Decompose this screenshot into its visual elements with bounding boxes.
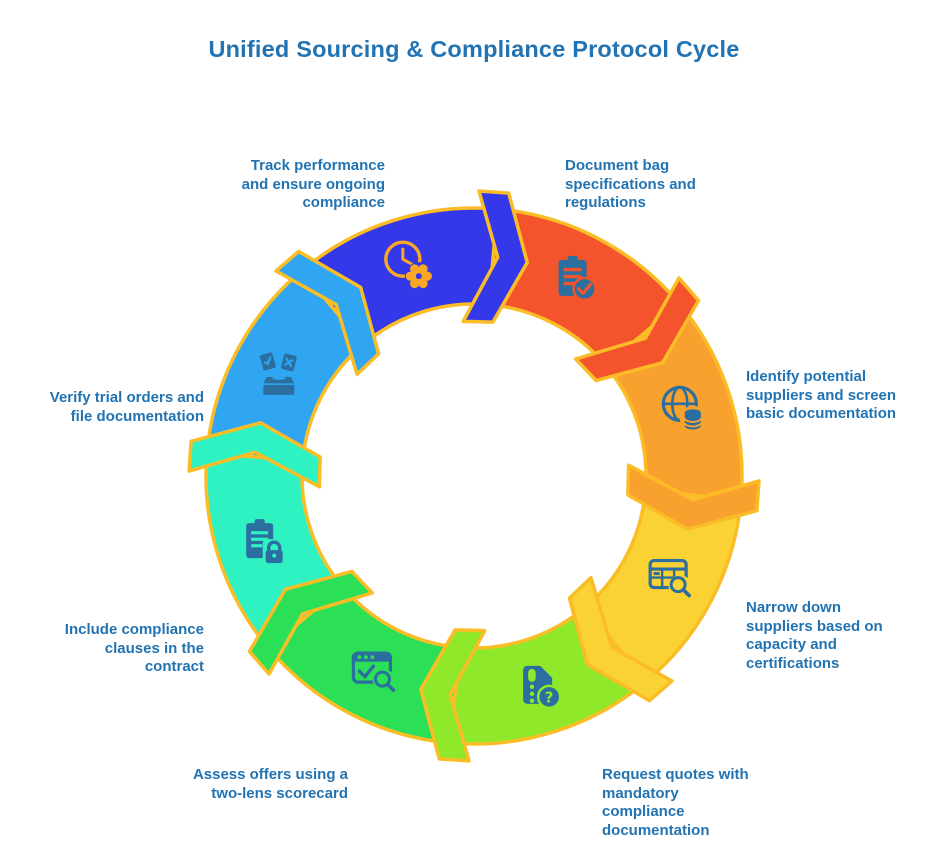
clipboard-check-icon <box>558 255 597 302</box>
step-label-narrow-suppliers: Narrow down suppliers based on capacity … <box>746 599 883 672</box>
clipboard-lock-icon <box>246 519 287 565</box>
page-title: Unified Sourcing & Compliance Protocol C… <box>208 36 740 62</box>
step-label-document-specs: Document bag specifications and regulati… <box>565 157 696 212</box>
arrow-verify-orders <box>274 249 381 377</box>
step-label-compliance-clauses: Include compliance clauses in the contra… <box>64 621 204 676</box>
arrow-identify-suppliers <box>626 463 761 531</box>
arrow-document-specs <box>573 276 701 383</box>
step-label-request-quotes: Request quotes with mandatory compliance… <box>602 766 749 839</box>
arrow-compliance-clauses <box>187 421 322 489</box>
arrow-request-quotes <box>419 628 487 763</box>
sort-box-icon <box>259 352 297 395</box>
step-label-track-performance: Track performance and ensure ongoing com… <box>241 157 385 212</box>
window-check-search-icon <box>351 651 396 693</box>
globe-database-icon <box>661 385 706 432</box>
arrow-assess-offers <box>247 569 375 676</box>
step-label-verify-orders: Verify trial orders and file documentati… <box>49 389 204 425</box>
table-search-icon <box>648 558 692 599</box>
clock-gear-icon <box>384 240 433 291</box>
arrow-track-performance <box>461 189 529 324</box>
arrow-narrow-suppliers <box>567 575 674 703</box>
card-question-icon: ? <box>523 665 562 710</box>
step-label-identify-suppliers: Identify potential suppliers and screen … <box>746 368 897 423</box>
svg-text:?: ? <box>545 688 554 706</box>
step-label-assess-offers: Assess offers using a two-lens scorecard <box>192 766 348 802</box>
